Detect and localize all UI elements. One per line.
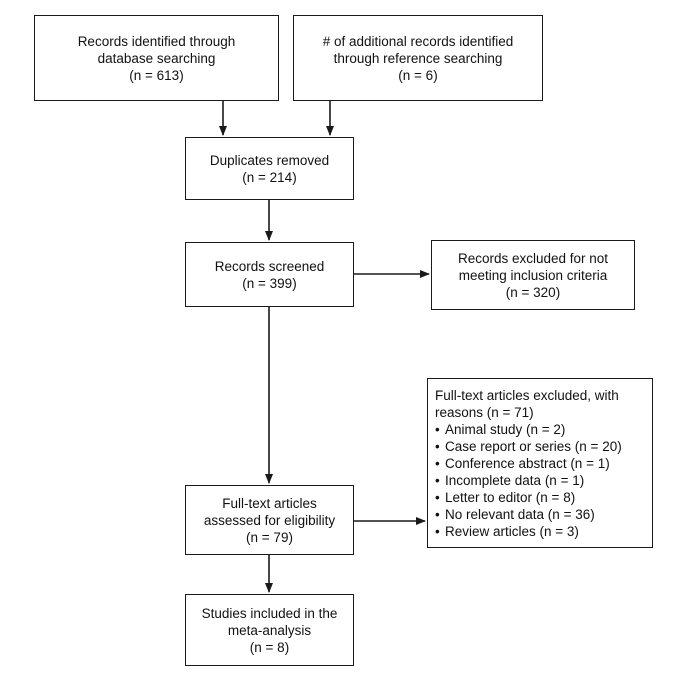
exclusion-reason-item: • Case report or series (n = 20) (435, 438, 622, 455)
box-text: (n = 320) (505, 284, 561, 300)
exclusion-reason-item: • No relevant data (n = 36) (435, 506, 595, 523)
box-text: (n = 214) (242, 169, 297, 185)
box-text: Records screened (214, 258, 325, 274)
exclusion-reason-item: • Conference abstract (n = 1) (435, 455, 610, 472)
exclusion-reason-text: Letter to editor (n = 8) (445, 489, 576, 505)
box-text: Full-text articles (222, 495, 317, 511)
bullet-icon: • (435, 489, 440, 505)
bullet-icon: • (435, 472, 440, 488)
records-screened-box: Records screened (n = 399) (185, 242, 354, 307)
box-text: meta-analysis (227, 622, 312, 638)
exclusion-reason-text: Conference abstract (n = 1) (445, 455, 610, 471)
exclusion-reason-item: • Incomplete data (n = 1) (435, 472, 584, 489)
box-text: Duplicates removed (209, 152, 330, 168)
box-text: database searching (97, 50, 216, 66)
box-text: Records excluded for not (457, 250, 609, 266)
exclusion-reason-text: Animal study (n = 2) (445, 421, 566, 437)
box-text: # of additional records identified (322, 33, 514, 49)
additional-records-reference-box: # of additional records identified throu… (293, 15, 543, 101)
box-text: (n = 8) (249, 639, 290, 655)
box-text: assessed for eligibility (203, 512, 336, 528)
exclusion-reason-text: Case report or series (n = 20) (445, 438, 622, 454)
duplicates-removed-box: Duplicates removed (n = 214) (185, 137, 354, 200)
studies-included-box: Studies included in the meta-analysis (n… (185, 594, 354, 666)
box-text: (n = 79) (246, 529, 293, 545)
box-text: (n = 613) (129, 67, 184, 83)
exclusion-reason-text: No relevant data (n = 36) (445, 506, 595, 522)
exclusion-reason-item: • Letter to editor (n = 8) (435, 489, 575, 506)
bullet-icon: • (435, 455, 440, 471)
records-identified-database-box: Records identified through database sear… (34, 15, 279, 101)
bullet-icon: • (435, 523, 440, 539)
box-heading-text: Full-text articles excluded, with (435, 387, 619, 403)
exclusion-reason-text: Incomplete data (n = 1) (445, 472, 585, 488)
bullet-icon: • (435, 506, 440, 522)
box-text: meeting inclusion criteria (458, 267, 608, 283)
box-heading-text: reasons (n = 71) (435, 404, 534, 420)
box-text: through reference searching (333, 50, 503, 66)
bullet-icon: • (435, 438, 440, 454)
exclusion-reason-text: Review articles (n = 3) (445, 523, 579, 539)
box-text: Studies included in the (201, 605, 338, 621)
exclusion-reason-item: • Animal study (n = 2) (435, 421, 565, 438)
box-text: Records identified through (77, 33, 236, 49)
box-text: (n = 6) (398, 67, 438, 83)
bullet-icon: • (435, 421, 440, 437)
exclusion-reason-item: • Review articles (n = 3) (435, 523, 579, 540)
fulltext-excluded-box: Full-text articles excluded, with reason… (427, 378, 653, 548)
box-text: (n = 399) (242, 275, 297, 291)
records-excluded-box: Records excluded for not meeting inclusi… (431, 240, 635, 310)
fulltext-assessed-box: Full-text articles assessed for eligibil… (185, 485, 354, 555)
